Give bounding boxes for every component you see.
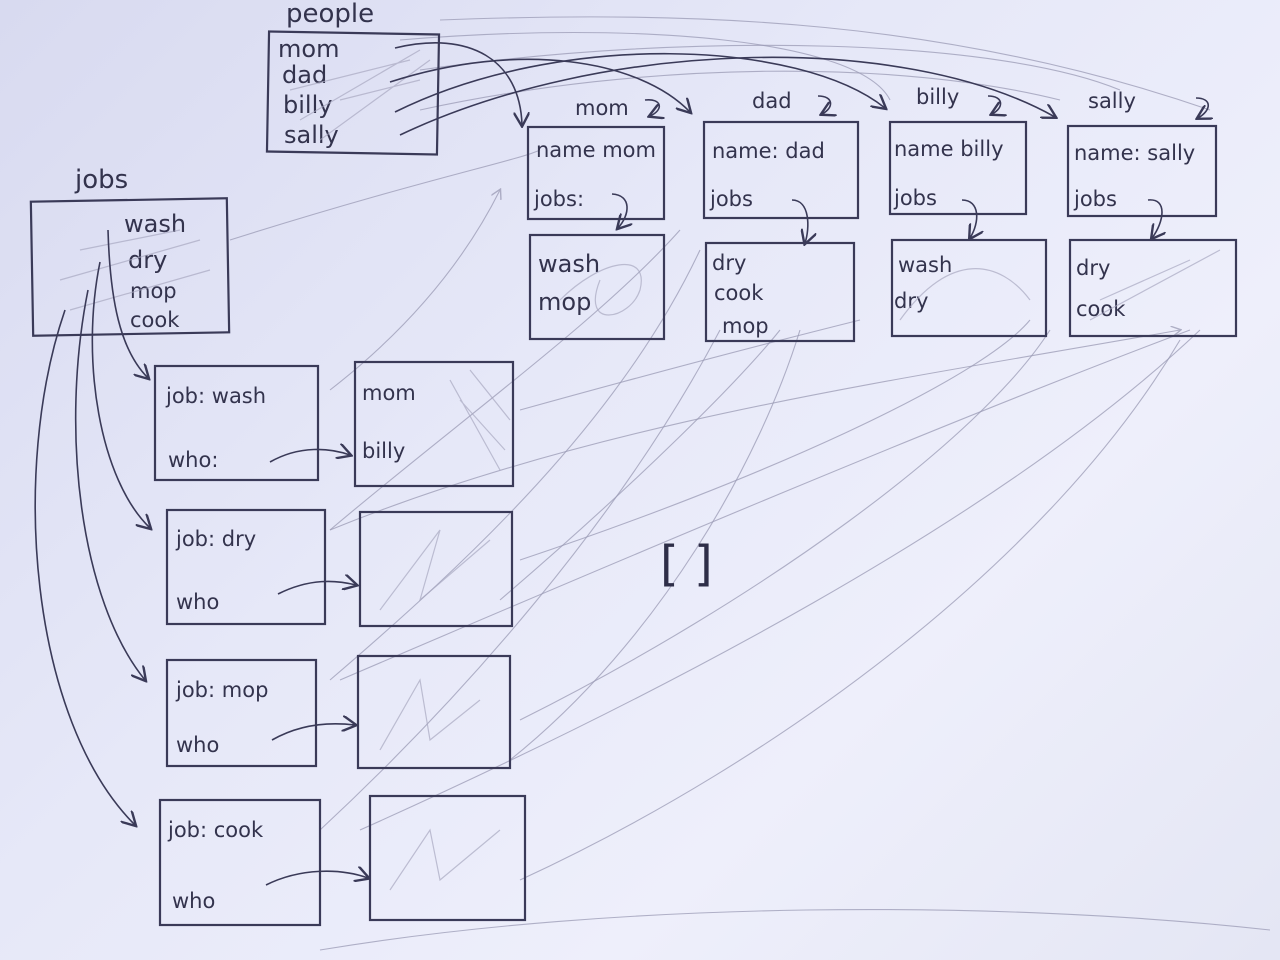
person-billy: billy name billy jobs wash dry — [888, 85, 1048, 338]
person-billy-name: name billy — [894, 137, 1004, 161]
person-mom: mom name mom jobs: wash mop — [526, 96, 666, 341]
person-dad: dad name: dad jobs dry cook mop — [702, 89, 860, 343]
job-record-wash: job: wash who: mom billy — [153, 360, 515, 488]
people-links — [389, 42, 1055, 136]
job-record-wash-who-label: who: — [168, 448, 218, 472]
person-dad-job-0: dry — [712, 251, 746, 275]
person-mom-header: mom — [575, 96, 629, 120]
person-mom-name: name mom — [536, 138, 656, 162]
person-dad-header: dad — [752, 89, 792, 113]
person-billy-jobs-label: jobs — [893, 186, 937, 210]
person-billy-job-0: wash — [898, 253, 952, 277]
people-item-sally: sally — [284, 121, 339, 149]
person-dad-name: name: dad — [712, 139, 825, 163]
people-item-dad: dad — [282, 61, 327, 89]
person-billy-header: billy — [916, 85, 959, 109]
jobs-array: jobs wash dry mop cook — [29, 165, 231, 337]
job-record-wash-who-0: mom — [362, 381, 416, 405]
job-record-cook-job: job: cook — [167, 818, 264, 842]
people-array: people mom dad billy sally — [265, 0, 441, 156]
jobs-item-wash: wash — [124, 210, 186, 238]
job-record-mop-who-label: who — [176, 733, 219, 757]
job-record-mop-job: job: mop — [175, 678, 268, 702]
people-title: people — [286, 0, 374, 29]
job-record-dry: job: dry who — [165, 508, 514, 628]
person-mom-jobs-label: jobs: — [533, 187, 584, 211]
job-record-wash-who-1: billy — [362, 439, 405, 463]
person-dad-job-1: cook — [714, 281, 764, 305]
people-item-billy: billy — [283, 91, 332, 119]
job-record-mop: job: mop who — [165, 654, 512, 770]
empty-array-brackets: [ ] — [660, 536, 713, 592]
job-record-cook: job: cook who — [158, 794, 527, 927]
person-dad-jobs-label: jobs — [709, 187, 753, 211]
person-sally-header: sally — [1088, 89, 1136, 113]
jobs-item-cook: cook — [130, 308, 180, 332]
person-sally-job-1: cook — [1076, 297, 1126, 321]
job-record-dry-job: job: dry — [175, 527, 256, 551]
person-mom-job-1: mop — [538, 288, 591, 316]
person-mom-job-0: wash — [538, 250, 600, 278]
person-sally: sally name: sally jobs dry cook — [1066, 89, 1238, 338]
jobs-item-dry: dry — [128, 246, 167, 274]
job-record-cook-who-label: who — [172, 889, 215, 913]
jobs-links — [34, 229, 150, 825]
job-record-wash-job: job: wash — [165, 384, 266, 408]
person-sally-job-0: dry — [1076, 256, 1110, 280]
people-item-mom: mom — [278, 35, 339, 63]
person-sally-jobs-label: jobs — [1073, 187, 1117, 211]
job-record-dry-who-label: who — [176, 590, 219, 614]
person-dad-job-2: mop — [722, 314, 769, 338]
person-sally-name: name: sally — [1074, 141, 1195, 165]
jobs-title: jobs — [74, 165, 128, 195]
